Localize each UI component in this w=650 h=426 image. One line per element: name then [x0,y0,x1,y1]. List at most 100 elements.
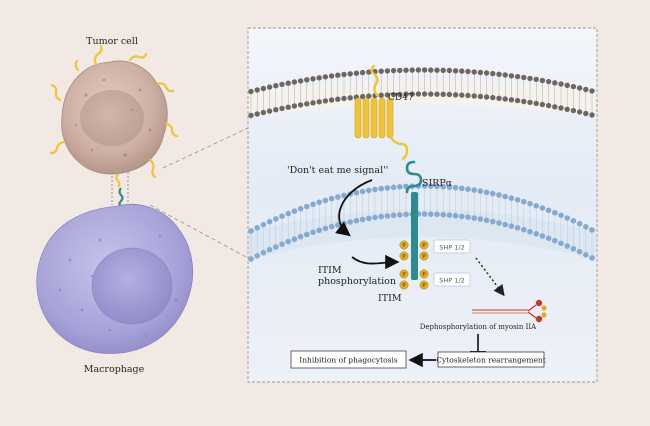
lipid-head [254,225,260,231]
lipid-head [446,212,453,218]
lipid-head [397,212,403,218]
lipid-head [421,211,428,217]
lipid-head [359,216,366,223]
lipid-head [310,76,316,82]
lipid-head [390,184,397,191]
shp-bottom-box: SHP 1/2 [433,272,471,287]
lipid-head [465,92,471,99]
lipid-head [291,103,298,109]
lipid-head [279,105,285,112]
lipid-head [335,96,341,102]
lipid-head [415,67,422,73]
lipid-head [558,212,564,219]
lipid-head [459,185,465,192]
lipid-head [502,72,508,78]
lipid-head [446,184,453,190]
lipid-head [589,88,595,94]
lipid-head [285,80,291,86]
lipid-head [496,71,502,78]
lipid-head [521,98,527,105]
lipid-head [297,102,304,108]
lipid-head [514,225,521,231]
lipid-head [260,109,267,116]
lipid-head [322,225,329,232]
lipid-head [471,187,478,193]
lipid-head [440,211,447,218]
itim-phos-label-2: phosphorylation [318,276,396,287]
p-marker: P [402,243,406,249]
lipid-head [316,75,322,81]
lipid-head [545,207,552,214]
lipid-head [552,237,558,244]
lipid-head [248,112,254,119]
lipid-head [465,214,471,220]
lipid-head [428,67,434,73]
lipid-head [421,183,428,189]
lipid-head [434,91,440,97]
lipid-head [452,68,459,74]
lipid-head [533,203,539,209]
p-marker: P [422,283,426,289]
lipid-head [353,217,360,224]
lipid-head [552,80,558,86]
lipid-head [341,192,347,199]
lipid-head [279,241,285,247]
zoom-line-bottom [149,204,249,259]
lipid-head [508,223,515,229]
dephos-label: Dephosphorylation of myosin IIA [420,323,537,331]
lipid-head [341,220,347,227]
lipid-head [446,91,453,98]
lipid-head [260,249,267,256]
lipid-head [459,92,465,98]
lipid-head [248,256,254,262]
lipid-head [527,228,533,235]
lipid-head [279,81,285,88]
lipid-head [477,188,484,194]
lipid-head [589,227,595,233]
lipid-head [335,194,341,200]
lipid-head [477,93,484,100]
lipid-head [378,68,384,74]
lipid-head [570,107,577,114]
lipid-head [477,69,484,76]
lipid-head [570,246,577,252]
lipid-head [291,79,298,85]
lipid-head [403,91,409,97]
lipid-head [291,236,298,242]
macrophage-nucleus [91,247,173,325]
cell-contact-receptors [111,172,129,208]
lipid-head [545,235,552,242]
macrophage-cell [36,203,194,354]
tumor-cell [49,44,179,179]
lipid-head [409,91,415,97]
p-marker: P [402,283,406,289]
lipid-head [390,91,397,98]
lipid-head [384,68,391,74]
lipid-head [539,233,546,239]
lipid-head [471,69,477,75]
lipid-head [372,186,378,193]
lipid-head [452,92,459,98]
cd47-label: CD47 [388,93,414,103]
lipid-head [483,94,490,100]
lipid-head [583,110,589,117]
lipid-head [502,221,509,228]
lipid-head [434,183,440,190]
lipid-head [496,95,502,102]
lipid-head [502,96,508,102]
lipid-head [533,76,539,83]
lipid-head [459,213,465,220]
lipid-head [477,216,484,222]
lipid-head [490,218,496,225]
lipid-head [583,86,589,93]
lipid-head [533,231,539,237]
lipid-head [285,238,292,245]
p-marker: P [422,272,426,278]
lipid-head [304,77,310,83]
lipid-head [521,198,527,205]
lipid-head [583,252,589,258]
cytoskeleton-box: Cytoskeleton rearrangement [436,351,546,368]
lipid-head [353,189,360,196]
lipid-head [297,205,304,212]
lipid-head [273,244,279,250]
